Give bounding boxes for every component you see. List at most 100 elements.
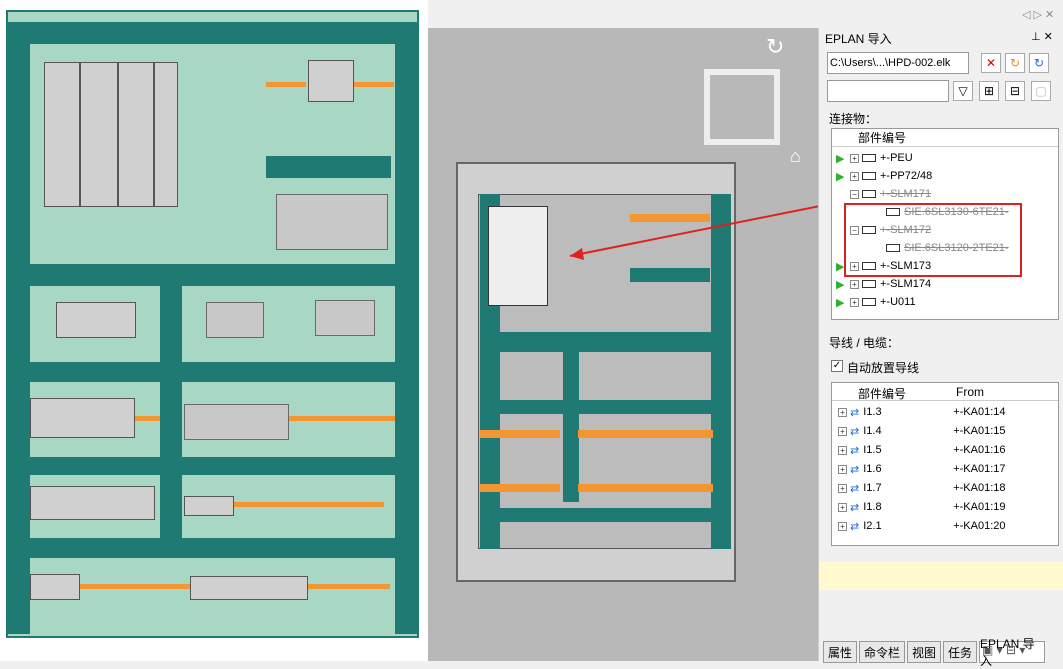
terminal-row-1[interactable] xyxy=(30,398,135,438)
connection-item-label: SIE.6SL3120-2TE21- xyxy=(904,242,1009,254)
wire-duct-1 xyxy=(266,82,306,87)
tab-1[interactable]: 命令栏 xyxy=(859,641,905,663)
status-icons[interactable]: ▣ ▾ ⊟ ▾ xyxy=(982,643,1026,657)
drive-slm173[interactable] xyxy=(118,62,154,207)
pane-nav-icons[interactable]: ◁ ▷ ✕ xyxy=(1022,9,1055,21)
wire-part: I1.3 xyxy=(863,406,882,418)
expand-icon[interactable]: + xyxy=(838,407,847,417)
wire-3d-2 xyxy=(480,430,560,438)
expand-icon[interactable]: + xyxy=(850,153,859,163)
part-icon xyxy=(886,208,900,216)
wires-header-part: 部件编号 xyxy=(858,387,907,401)
wires-label: 导线 / 电缆： xyxy=(829,336,900,350)
file-path-input[interactable] xyxy=(827,52,969,74)
home-icon[interactable]: ⌂ xyxy=(790,146,801,166)
connection-item[interactable]: −+-SLM172 xyxy=(836,221,931,239)
cable-gland[interactable] xyxy=(184,496,234,516)
placed-arrow-icon: ▶ xyxy=(836,278,845,291)
wire-part: I1.6 xyxy=(863,463,882,475)
tab-3[interactable]: 任务 xyxy=(943,641,977,663)
wire-part: I1.8 xyxy=(863,501,882,513)
part-icon xyxy=(862,172,876,180)
wire-from: +-KA01:18 xyxy=(953,482,1006,494)
expand-icon[interactable]: + xyxy=(838,445,847,455)
expand-icon[interactable]: + xyxy=(838,464,847,474)
drive-slm171[interactable] xyxy=(44,62,80,207)
expand-icon[interactable]: + xyxy=(838,521,847,531)
expand-icon[interactable]: + xyxy=(850,171,859,181)
cabinet-3d[interactable] xyxy=(456,162,736,582)
wire-3d-5 xyxy=(578,484,713,492)
reload-button[interactable]: ↻ xyxy=(1005,53,1025,73)
connection-item[interactable]: ▶++-PEU xyxy=(836,149,913,167)
connection-item-label: +-SLM173 xyxy=(880,260,932,272)
wire-row[interactable]: +⇄I1.4+-KA01:15 xyxy=(838,422,1058,440)
connection-item[interactable]: ▶++-PP72/48 xyxy=(836,167,932,185)
wire-part: I1.5 xyxy=(863,444,882,456)
wire-icon: ⇄ xyxy=(850,463,860,476)
part-icon xyxy=(862,226,876,234)
wire-from: +-KA01:20 xyxy=(953,520,1006,532)
rotate-icon[interactable]: ↻ xyxy=(766,34,785,59)
wire-duct-4 xyxy=(289,416,395,421)
component-box-3[interactable] xyxy=(315,300,375,336)
terminal-row-2[interactable] xyxy=(30,486,155,520)
wire-from: +-KA01:14 xyxy=(953,406,1006,418)
rail-3d-3 xyxy=(480,400,731,414)
wire-icon: ⇄ xyxy=(850,520,860,533)
expand-icon[interactable]: + xyxy=(850,279,859,289)
drive-slm172[interactable] xyxy=(80,62,118,207)
expand-tree-icon[interactable]: ⊞ xyxy=(979,81,999,101)
expand-icon[interactable]: − xyxy=(850,225,859,235)
clear-button[interactable]: ✕ xyxy=(981,53,1001,73)
expand-icon[interactable]: + xyxy=(838,426,847,436)
wire-icon: ⇄ xyxy=(850,501,860,514)
expand-icon[interactable]: + xyxy=(850,261,859,271)
wire-row[interactable]: +⇄I2.1 +-KA01:20 xyxy=(838,517,1058,535)
wire-part: I2.1 xyxy=(863,520,882,532)
connection-item[interactable]: SIE.6SL3130-6TE21- xyxy=(872,203,1009,221)
drive-3d[interactable] xyxy=(488,206,548,306)
auto-place-checkbox[interactable]: ✓ xyxy=(831,360,843,372)
component-box[interactable] xyxy=(276,194,388,250)
wire-from: +-KA01:19 xyxy=(953,501,1006,513)
expand-icon[interactable]: + xyxy=(838,502,847,512)
placed-arrow-icon: ▶ xyxy=(836,296,845,309)
placed-arrow-icon: ▶ xyxy=(836,152,845,165)
connection-item-label: +-SLM174 xyxy=(880,278,932,290)
part-icon xyxy=(886,244,900,252)
connection-item[interactable]: ▶ + +-SLM174 xyxy=(836,275,931,293)
connection-item[interactable]: ▶++-SLM173 xyxy=(836,257,931,275)
expand-icon[interactable]: − xyxy=(850,189,859,199)
mounting-plate[interactable] xyxy=(6,10,419,638)
placed-arrow-icon: ▶ xyxy=(836,170,845,183)
wire-row[interactable]: +⇄I1.6+-KA01:17 xyxy=(838,460,1058,478)
tab-0[interactable]: 属性 xyxy=(823,641,857,663)
connection-item[interactable]: ▶++-U011 xyxy=(836,293,916,311)
tab-2[interactable]: 视图 xyxy=(907,641,941,663)
expand-icon[interactable]: + xyxy=(838,483,847,493)
wire-row[interactable]: +⇄I1.5+-KA01:16 xyxy=(838,441,1058,459)
transformer[interactable] xyxy=(56,302,136,338)
connection-item[interactable]: −+-SLM171 xyxy=(836,185,931,203)
wire-row[interactable]: +⇄I1.3+-KA01:14 xyxy=(838,403,1058,421)
collapse-tree-icon[interactable]: ⊟ xyxy=(1005,81,1025,101)
wire-duct-3 xyxy=(135,416,160,421)
component-box-2[interactable] xyxy=(206,302,264,338)
pin-icon[interactable]: ⊥ ✕ xyxy=(1031,31,1053,43)
drive-slm174[interactable] xyxy=(154,62,178,207)
refresh-button[interactable]: ↻ xyxy=(1029,53,1049,73)
filter-input[interactable] xyxy=(827,80,949,102)
expand-icon[interactable]: + xyxy=(850,297,859,307)
wire-row[interactable]: +⇄I1.7+-KA01:18 xyxy=(838,479,1058,497)
bottom-terminal-2[interactable] xyxy=(190,576,308,600)
connection-item[interactable]: SIE.6SL3120-2TE21- xyxy=(872,239,1009,257)
wires-tree[interactable]: 部件编号 From +⇄I1.3+-KA01:14+⇄I1.4+-KA01:15… xyxy=(831,382,1059,546)
terminal-block-top[interactable] xyxy=(308,60,354,102)
wire-row[interactable]: +⇄I1.8 +-KA01:19 xyxy=(838,498,1058,516)
component-box-4[interactable] xyxy=(184,404,289,440)
bottom-terminal-1[interactable] xyxy=(30,574,80,600)
rail-row-5 xyxy=(30,538,395,558)
filter-icon[interactable]: ▽ xyxy=(953,81,973,101)
